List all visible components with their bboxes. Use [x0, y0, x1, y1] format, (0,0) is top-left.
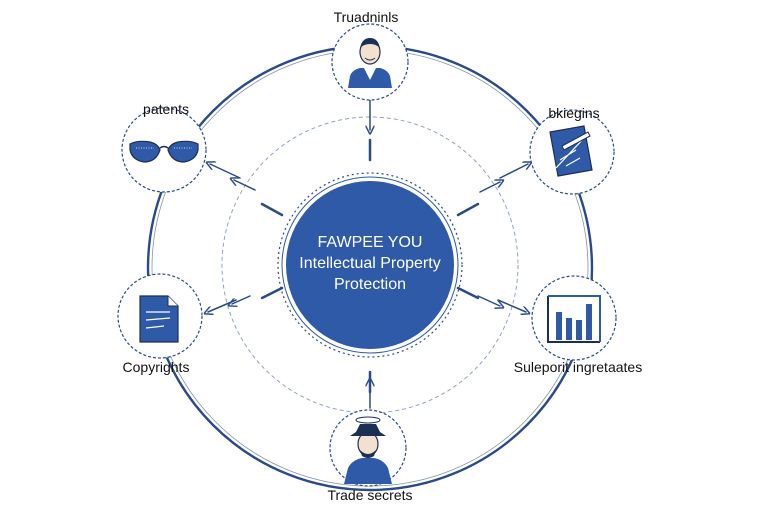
node-bottom-right-circle [531, 275, 617, 361]
flow-arrows [208, 97, 528, 409]
node-bottom-label: Trade secrets [327, 487, 412, 503]
document-pen-icon [549, 125, 593, 177]
node-bottom-left-label: Copyrights [123, 359, 190, 375]
hat-person-icon [344, 416, 392, 484]
node-top-label: Truadninls [334, 9, 399, 25]
center-title-line-2: Intellectual Property [299, 255, 440, 272]
dashed-orbit-small [277, 172, 463, 358]
center-title-line-1: FAWPEE YOU [318, 234, 423, 251]
center-hub-rim [281, 176, 459, 354]
center-title-line-3: Protection [334, 276, 406, 293]
person-icon [348, 38, 392, 88]
node-bottom-left[interactable]: Copyrights [117, 273, 203, 375]
node-top-left[interactable]: patents [121, 101, 207, 193]
node-bottom-right[interactable]: Suleporit ingretaates [514, 275, 642, 375]
node-top[interactable]: Truadninls [331, 9, 409, 101]
node-top-left-label: patents [143, 101, 189, 117]
center-hub [286, 181, 454, 349]
bar-chart-icon [547, 295, 601, 343]
node-bottom-right-label: Suleporit ingretaates [514, 359, 642, 375]
glasses-icon [129, 140, 199, 163]
node-top-right-label: bkiegins [548, 105, 599, 121]
node-top-left-circle [121, 107, 207, 193]
node-bottom[interactable]: Trade secrets [327, 409, 413, 503]
document-icon [139, 295, 179, 343]
node-top-right[interactable]: bkiegins [529, 105, 615, 195]
